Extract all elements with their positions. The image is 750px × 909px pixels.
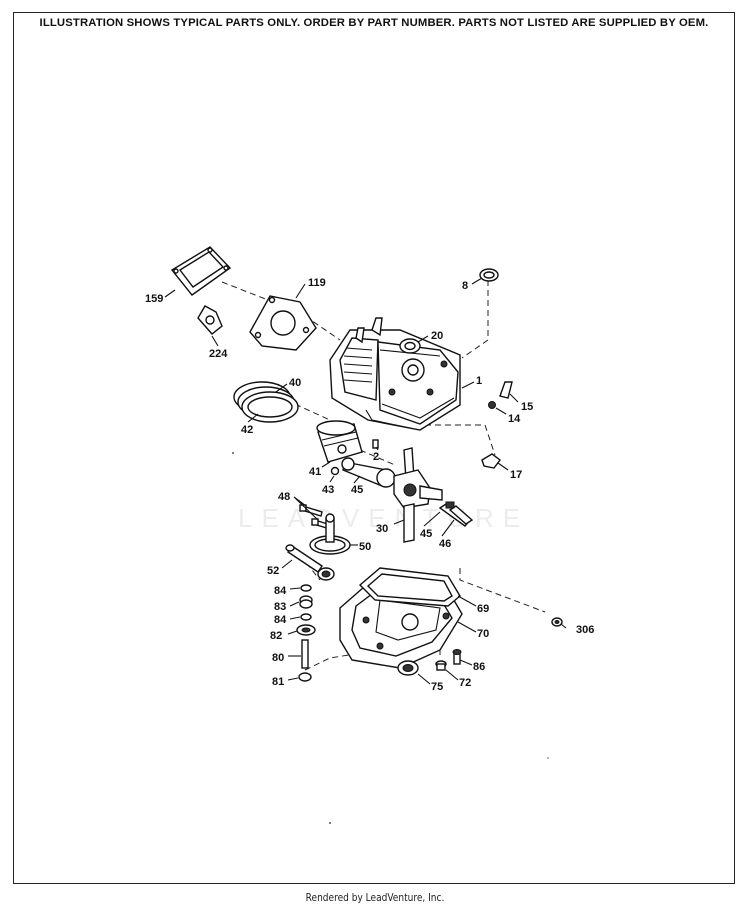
callout-43: 43 bbox=[322, 484, 334, 496]
part-72-plug[interactable] bbox=[435, 660, 447, 671]
callout-119: 119 bbox=[308, 277, 326, 289]
part-224-gasket[interactable] bbox=[197, 305, 223, 335]
part-159-gasket[interactable] bbox=[170, 246, 232, 296]
part-46-bolt[interactable] bbox=[445, 501, 474, 525]
part-17-bracket[interactable] bbox=[481, 453, 501, 469]
part-52-shaft[interactable] bbox=[285, 544, 335, 581]
part-14-nut[interactable] bbox=[488, 401, 496, 409]
callout-82: 82 bbox=[270, 630, 282, 642]
part-69-gasket[interactable] bbox=[358, 567, 461, 607]
callout-48: 48 bbox=[278, 491, 290, 503]
callout-70: 70 bbox=[477, 628, 489, 640]
footer-credit: Rendered by LeadVenture, Inc. bbox=[305, 891, 445, 904]
part-20-seal[interactable] bbox=[399, 338, 421, 354]
callout-86: 86 bbox=[473, 661, 485, 673]
part-1-cylinder-block[interactable] bbox=[329, 317, 461, 431]
header-notice: ILLUSTRATION SHOWS TYPICAL PARTS ONLY. O… bbox=[39, 17, 709, 29]
callout-159: 159 bbox=[145, 293, 163, 305]
diagram-frame bbox=[13, 12, 735, 884]
part-50-camshaft-gear[interactable] bbox=[309, 513, 351, 555]
part-45-connecting-rod[interactable] bbox=[341, 457, 396, 488]
part-80-shaft[interactable] bbox=[301, 639, 309, 669]
callout-30: 30 bbox=[376, 523, 388, 535]
callout-8: 8 bbox=[462, 280, 468, 292]
callout-83: 83 bbox=[274, 601, 286, 613]
callout-52: 52 bbox=[267, 565, 279, 577]
callout-84-upper: 84 bbox=[274, 585, 287, 597]
part-42-piston-rings[interactable] bbox=[233, 381, 299, 423]
part-84-washer-lower[interactable] bbox=[300, 613, 312, 621]
callout-15: 15 bbox=[521, 401, 533, 413]
callout-69: 69 bbox=[477, 603, 489, 615]
callout-81: 81 bbox=[272, 676, 284, 688]
callout-17: 17 bbox=[510, 469, 522, 481]
callout-50: 50 bbox=[359, 541, 371, 553]
part-81-washer[interactable] bbox=[298, 672, 312, 682]
callout-306: 306 bbox=[576, 624, 594, 636]
part-82-gear[interactable] bbox=[296, 624, 316, 636]
part-8-seal[interactable] bbox=[479, 268, 499, 282]
callout-14: 14 bbox=[508, 413, 521, 425]
callout-41: 41 bbox=[309, 466, 321, 478]
callout-46: 46 bbox=[439, 538, 451, 550]
part-86-bolt[interactable] bbox=[452, 649, 462, 665]
part-84-washer[interactable] bbox=[300, 584, 312, 592]
part-75-oil-seal[interactable] bbox=[397, 660, 419, 676]
callout-72: 72 bbox=[459, 677, 471, 689]
part-306-nut[interactable] bbox=[551, 617, 563, 627]
part-2-dowel-pin[interactable] bbox=[372, 439, 379, 449]
callout-84-lower: 84 bbox=[274, 614, 287, 626]
callout-224: 224 bbox=[209, 348, 228, 360]
part-119-gasket[interactable] bbox=[249, 295, 317, 351]
part-15-fitting[interactable] bbox=[499, 381, 513, 399]
callout-1: 1 bbox=[476, 375, 482, 387]
part-30-crankshaft[interactable] bbox=[393, 447, 443, 543]
callout-80: 80 bbox=[272, 652, 284, 664]
part-83-spacer[interactable] bbox=[299, 595, 313, 609]
callout-40: 40 bbox=[289, 377, 301, 389]
callout-45-lower: 45 bbox=[420, 528, 432, 540]
callout-45-upper: 45 bbox=[351, 484, 363, 496]
part-43-piston-pin-clip[interactable] bbox=[330, 466, 340, 476]
leader-lines bbox=[164, 277, 567, 685]
part-41-piston[interactable] bbox=[316, 420, 363, 463]
callout-20: 20 bbox=[431, 330, 443, 342]
callout-42: 42 bbox=[241, 424, 253, 436]
stray-marks bbox=[232, 452, 549, 824]
watermark: LEADVENTURE bbox=[238, 503, 529, 533]
callout-75: 75 bbox=[431, 681, 443, 693]
callout-2: 2 bbox=[373, 451, 379, 463]
callout-labels: 159 119 224 8 20 40 1 42 15 14 2 41 43 4… bbox=[145, 277, 594, 693]
